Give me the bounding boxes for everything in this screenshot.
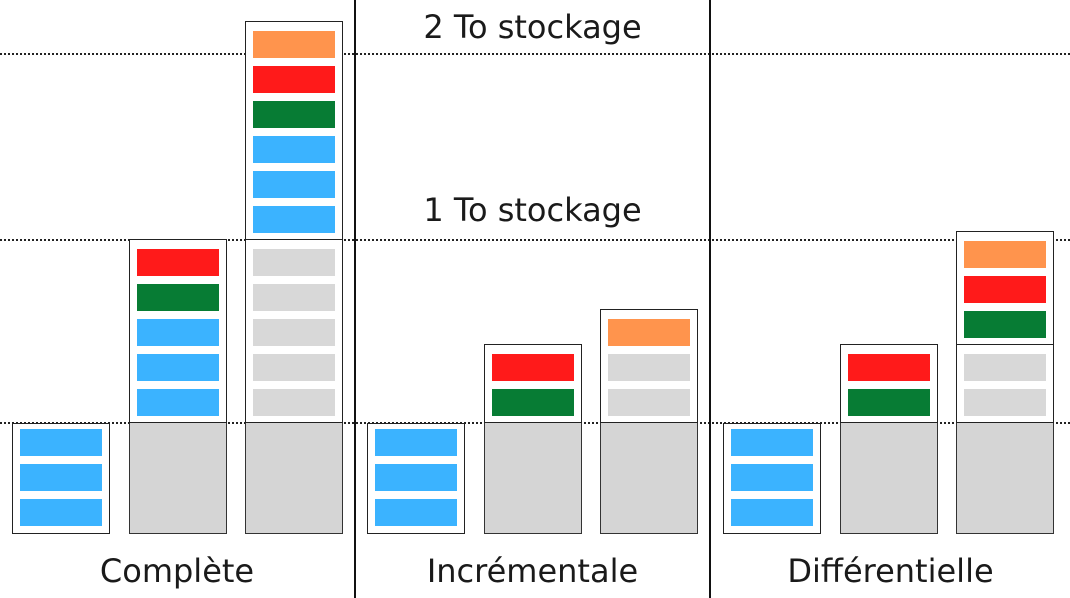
data-block-gray xyxy=(253,249,335,276)
data-block-gray xyxy=(608,354,690,381)
data-block-gray xyxy=(608,389,690,416)
previous-data-block xyxy=(956,422,1054,534)
previous-data-block xyxy=(245,422,343,534)
separator-2 xyxy=(709,0,711,598)
data-block-blue xyxy=(375,464,457,491)
data-block-blue xyxy=(375,499,457,526)
data-block-red xyxy=(848,354,930,381)
data-block-blue xyxy=(253,171,335,198)
data-block-green xyxy=(253,101,335,128)
data-block-blue xyxy=(20,464,102,491)
data-block-blue xyxy=(20,499,102,526)
data-block-gray xyxy=(253,284,335,311)
data-block-green xyxy=(492,389,574,416)
level-label-1to: 1 To stockage xyxy=(423,191,642,229)
data-block-gray xyxy=(253,354,335,381)
level-label-2to: 2 To stockage xyxy=(423,8,642,46)
data-block-orange xyxy=(964,241,1046,268)
previous-data-block xyxy=(600,422,698,534)
previous-data-block xyxy=(484,422,582,534)
data-block-blue xyxy=(731,429,813,456)
data-block-green xyxy=(137,284,219,311)
data-block-red xyxy=(253,66,335,93)
data-block-blue xyxy=(731,464,813,491)
level-line-2to xyxy=(0,53,1070,55)
data-block-green xyxy=(848,389,930,416)
data-block-blue xyxy=(137,319,219,346)
data-block-red xyxy=(964,276,1046,303)
data-block-gray xyxy=(253,389,335,416)
data-block-blue xyxy=(731,499,813,526)
data-block-blue xyxy=(375,429,457,456)
previous-data-block xyxy=(840,422,938,534)
data-block-blue xyxy=(253,136,335,163)
data-block-gray xyxy=(964,389,1046,416)
data-block-orange xyxy=(253,31,335,58)
level-line-1to xyxy=(0,239,1070,241)
data-block-green xyxy=(964,311,1046,338)
data-block-orange xyxy=(608,319,690,346)
data-block-red xyxy=(492,354,574,381)
separator-1 xyxy=(354,0,356,598)
data-block-blue xyxy=(137,354,219,381)
data-block-blue xyxy=(20,429,102,456)
data-block-red xyxy=(137,249,219,276)
group-label-incremental: Incrémentale xyxy=(426,552,639,590)
data-block-blue xyxy=(137,389,219,416)
data-block-gray xyxy=(964,354,1046,381)
data-block-blue xyxy=(253,206,335,233)
previous-data-block xyxy=(129,422,227,534)
group-label-complete: Complète xyxy=(99,552,255,590)
group-label-differential: Différentielle xyxy=(787,552,994,590)
data-block-gray xyxy=(253,319,335,346)
